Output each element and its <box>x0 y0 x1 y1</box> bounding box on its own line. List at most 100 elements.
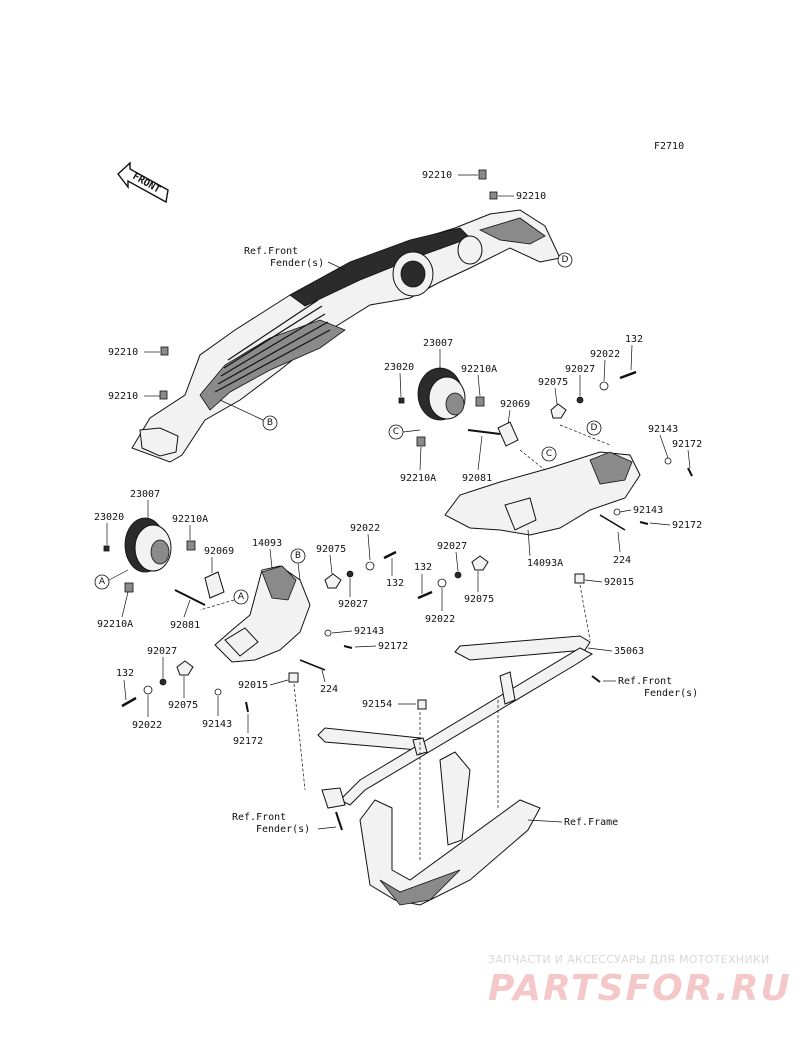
part-number: 92210 <box>516 191 546 202</box>
collar-icon <box>550 403 567 419</box>
clip-icon <box>186 540 196 551</box>
figure-id: F2710 <box>654 141 684 152</box>
part-number: 92172 <box>233 736 263 747</box>
part-number: 14093 <box>252 538 282 549</box>
bolt-icon <box>383 550 397 560</box>
washer-icon <box>576 396 584 404</box>
clip-icon <box>478 169 487 180</box>
ref-label: Fender(s) <box>256 824 310 835</box>
bracket-left <box>214 565 311 663</box>
part-number: 132 <box>116 668 134 679</box>
callout-c: C <box>388 424 404 440</box>
bolt-icon <box>299 659 326 671</box>
ref-label: Ref.Front <box>618 676 672 687</box>
part-number: 92143 <box>354 626 384 637</box>
part-number: 92027 <box>147 646 177 657</box>
damper-icon <box>574 573 585 584</box>
part-number: 92210A <box>172 514 208 525</box>
svg-text:D: D <box>591 423 598 433</box>
headlight-left <box>124 517 172 573</box>
svg-text:B: B <box>267 418 273 428</box>
part-number: 132 <box>386 578 404 589</box>
collar-icon <box>324 573 342 589</box>
part-number: 92027 <box>437 541 467 552</box>
part-number: 92081 <box>170 620 200 631</box>
part-number: 92027 <box>565 364 595 375</box>
washer-icon <box>159 678 167 686</box>
svg-text:D: D <box>562 255 569 265</box>
part-number: 132 <box>414 562 432 573</box>
callout-a: A <box>233 589 249 605</box>
damper-icon <box>288 672 299 683</box>
clip-icon <box>416 436 426 447</box>
bulb-socket <box>497 421 519 447</box>
part-number: 92210 <box>108 347 138 358</box>
part-number: 14093A <box>527 558 563 569</box>
part-number: 92172 <box>672 520 702 531</box>
screw-icon <box>343 645 353 649</box>
part-number: 92022 <box>132 720 162 731</box>
washer-icon <box>143 685 153 695</box>
part-number: 92210A <box>461 364 497 375</box>
clip-icon <box>475 396 485 407</box>
screw-icon <box>245 701 249 713</box>
part-number: 92210A <box>400 473 436 484</box>
washer-icon <box>454 571 462 579</box>
washer-icon <box>324 629 332 637</box>
screw-icon <box>639 521 649 525</box>
callout-b: B <box>262 415 278 431</box>
washer-icon <box>437 578 447 588</box>
svg-text:A: A <box>238 592 245 602</box>
callout-c: C <box>541 446 557 462</box>
screw-icon <box>687 467 693 477</box>
part-number: 23020 <box>384 362 414 373</box>
ref-label: Ref.Front <box>244 246 298 257</box>
bolt-icon <box>121 696 137 708</box>
part-number: 92081 <box>462 473 492 484</box>
part-number: 224 <box>613 555 631 566</box>
washer-icon <box>214 688 222 696</box>
part-number: 92143 <box>633 505 663 516</box>
part-number: 92015 <box>238 680 268 691</box>
part-number: 92210 <box>422 170 452 181</box>
part-number: 92075 <box>464 594 494 605</box>
part-number: 92210 <box>108 391 138 402</box>
callout-b: B <box>290 548 306 564</box>
bolt-icon <box>599 514 626 531</box>
headlight-stay <box>317 635 594 809</box>
svg-text:C: C <box>393 427 399 437</box>
collar-icon <box>471 555 489 571</box>
callout-a: A <box>94 574 110 590</box>
bracket-right <box>444 451 641 536</box>
ref-label: Ref.Front <box>232 812 286 823</box>
svg-text:C: C <box>546 449 552 459</box>
part-number: 92172 <box>378 641 408 652</box>
part-number: 92075 <box>538 377 568 388</box>
svg-text:A: A <box>99 577 106 587</box>
svg-text:B: B <box>295 551 301 561</box>
part-number: 23007 <box>130 489 160 500</box>
part-number: 132 <box>625 334 643 345</box>
part-number: 92075 <box>168 700 198 711</box>
bolt-icon <box>619 370 637 380</box>
washer-icon <box>664 457 672 465</box>
part-number: 23007 <box>423 338 453 349</box>
part-number: 92210A <box>97 619 133 630</box>
part-number: 35063 <box>614 646 644 657</box>
adjuster-screw <box>467 429 501 435</box>
collar-icon <box>176 660 194 676</box>
washer-icon <box>613 508 621 516</box>
ref-label: Fender(s) <box>644 688 698 699</box>
washer-icon <box>365 561 375 571</box>
part-number: 92027 <box>338 599 368 610</box>
part-number: 92143 <box>202 719 232 730</box>
part-number: 92022 <box>425 614 455 625</box>
front-arrow-icon: FRONT <box>117 161 169 204</box>
part-number: 23020 <box>94 512 124 523</box>
watermark-caption: ЗАПЧАСТИ И АКСЕССУАРЫ ДЛЯ МОТОТЕХНИКИ <box>488 953 770 966</box>
clip-icon <box>124 582 134 593</box>
part-number: 92069 <box>204 546 234 557</box>
part-number: 224 <box>320 684 338 695</box>
part-number: 92015 <box>604 577 634 588</box>
nut-icon <box>398 397 405 404</box>
